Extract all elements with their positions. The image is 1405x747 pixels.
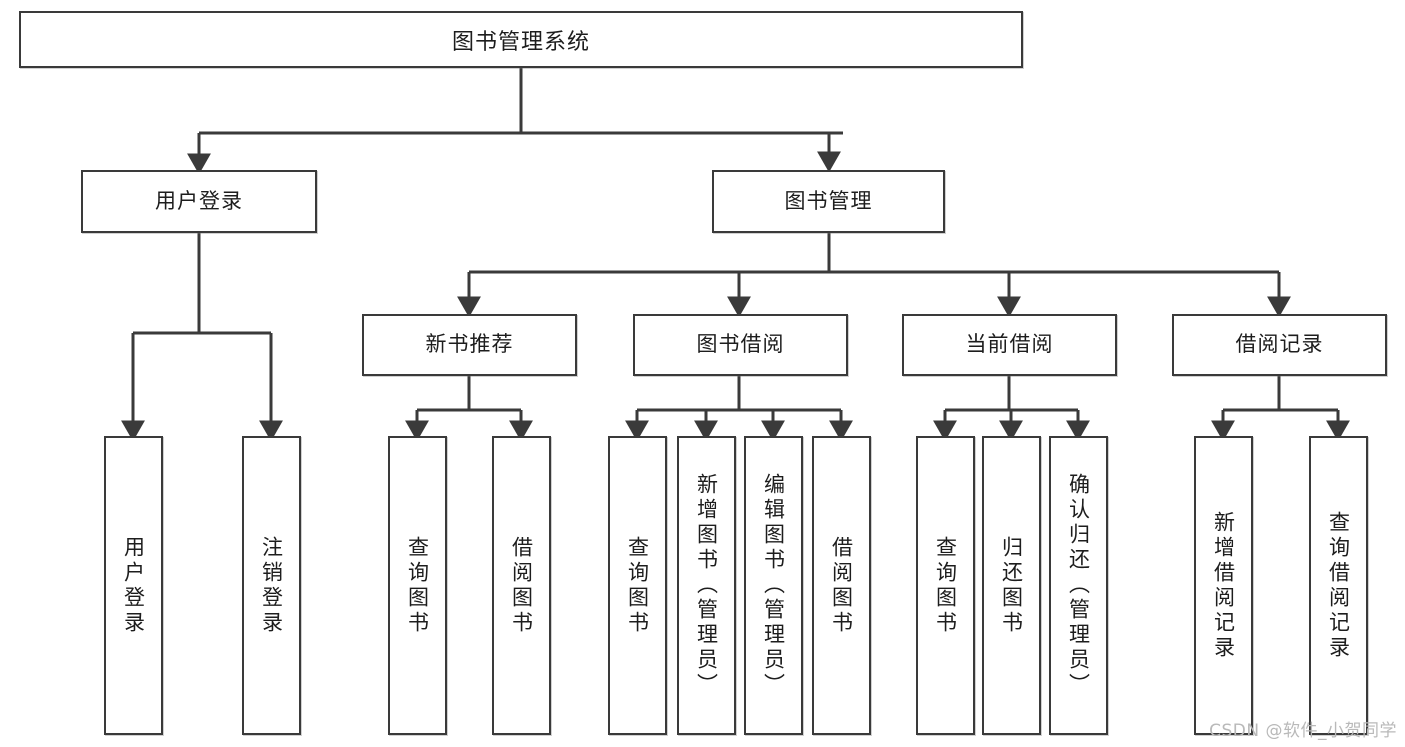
leaf-borrow-record-add-record[interactable]: 新增借阅记录 xyxy=(1194,436,1253,735)
leaf-book-borrow-borrow-book[interactable]: 借阅图书 xyxy=(812,436,871,735)
leaf-current-borrow-query-book[interactable]: 查询图书 xyxy=(916,436,975,735)
leaf-new-book-query-book[interactable]: 查询图书 xyxy=(388,436,447,735)
node-label: 归还图书 xyxy=(999,535,1024,636)
node-label: 借阅记录 xyxy=(1235,332,1324,357)
node-borrow-record[interactable]: 借阅记录 xyxy=(1172,314,1387,376)
node-label: 借阅图书 xyxy=(829,535,854,636)
node-label: 查询图书 xyxy=(405,535,430,636)
node-current-borrow[interactable]: 当前借阅 xyxy=(902,314,1117,376)
leaf-current-borrow-return-book[interactable]: 归还图书 xyxy=(982,436,1041,735)
node-root-library-management-system[interactable]: 图书管理系统 xyxy=(19,11,1023,68)
node-label: 注销登录 xyxy=(259,535,284,636)
leaf-book-borrow-query-book[interactable]: 查询图书 xyxy=(608,436,667,735)
leaf-borrow-record-query-record[interactable]: 查询借阅记录 xyxy=(1309,436,1368,735)
leaf-new-book-borrow-book[interactable]: 借阅图书 xyxy=(492,436,551,735)
csdn-watermark: CSDN @软件_小贺同学 xyxy=(1209,721,1397,741)
node-label: 确认归还（管理员） xyxy=(1066,473,1091,698)
leaf-current-borrow-confirm-return-admin[interactable]: 确认归还（管理员） xyxy=(1049,436,1108,735)
node-label: 当前借阅 xyxy=(965,332,1054,357)
node-label: 查询借阅记录 xyxy=(1326,510,1351,661)
node-label: 用户登录 xyxy=(155,188,243,213)
leaf-book-borrow-add-book-admin[interactable]: 新增图书（管理员） xyxy=(677,436,736,735)
node-user-login[interactable]: 用户登录 xyxy=(81,170,317,233)
node-new-book-recommend[interactable]: 新书推荐 xyxy=(362,314,577,376)
node-label: 图书借阅 xyxy=(696,332,785,357)
leaf-user-login-login[interactable]: 用户登录 xyxy=(104,436,163,735)
node-label: 借阅图书 xyxy=(509,535,534,636)
node-label: 新增图书（管理员） xyxy=(694,473,719,698)
node-book-borrow[interactable]: 图书借阅 xyxy=(633,314,848,376)
leaf-book-borrow-edit-book-admin[interactable]: 编辑图书（管理员） xyxy=(744,436,803,735)
node-label: 用户登录 xyxy=(121,535,146,636)
node-label: 查询图书 xyxy=(625,535,650,636)
node-label: 图书管理 xyxy=(784,188,873,213)
node-label: 编辑图书（管理员） xyxy=(761,473,786,698)
node-label: 查询图书 xyxy=(933,535,958,636)
node-label: 图书管理系统 xyxy=(451,29,590,55)
leaf-user-login-logout[interactable]: 注销登录 xyxy=(242,436,301,735)
node-label: 新书推荐 xyxy=(425,332,514,357)
node-book-management[interactable]: 图书管理 xyxy=(712,170,945,233)
node-label: 新增借阅记录 xyxy=(1211,510,1236,661)
